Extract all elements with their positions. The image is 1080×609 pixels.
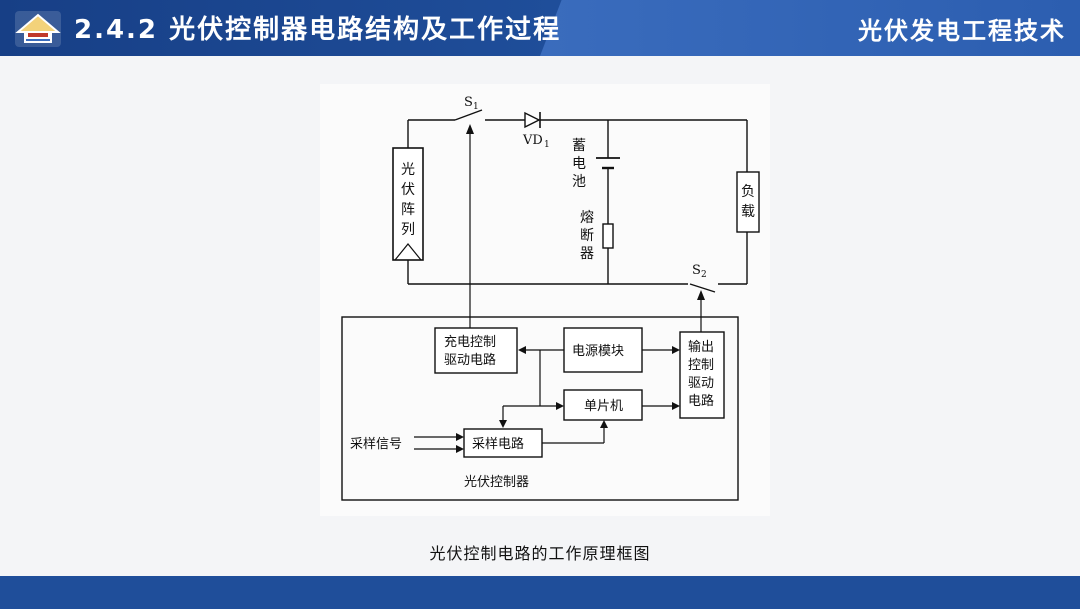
arrow-to-charge	[518, 346, 526, 354]
label-pv-2: 伏	[401, 182, 415, 198]
power-module-box	[563, 327, 643, 373]
label-vd1-sub: 1	[544, 140, 550, 150]
label-load-2: 载	[741, 204, 755, 220]
footer-bar	[0, 576, 1080, 609]
course-title: 光伏发电工程技术	[858, 17, 1066, 45]
label-s1-sub: 1	[473, 102, 479, 112]
arrow-to-s1	[466, 124, 474, 134]
header-left-band	[0, 0, 560, 56]
label-charge-drive-2: 驱动电路	[444, 352, 496, 368]
circuit-diagram-svg: S 1 VD 1 S 2 光 伏 阵 列 蓄 电 池 熔 断 器 负 载 充电控…	[341, 95, 760, 501]
label-s1: S	[464, 95, 473, 110]
switch-s2-blade	[689, 283, 716, 293]
fuse-icon	[602, 223, 614, 249]
arrow-to-output-top	[672, 346, 680, 354]
section-title: 2.4.2 光伏控制器电路结构及工作过程	[74, 15, 562, 45]
pv-array-box	[392, 147, 424, 261]
label-mcu: 单片机	[584, 399, 623, 414]
header-bar: 2.4.2 光伏控制器电路结构及工作过程 光伏发电工程技术	[0, 0, 1080, 56]
arrow-to-s2	[697, 290, 705, 300]
label-power-module: 电源模块	[572, 344, 624, 359]
label-s2-sub: 2	[701, 270, 707, 280]
label-fuse-2: 断	[580, 228, 594, 244]
arrow-to-mcu-up	[600, 420, 608, 428]
label-pv-1: 光	[401, 162, 415, 178]
load-box	[736, 171, 760, 233]
label-battery-2: 电	[572, 156, 586, 172]
arrow-signal-2	[456, 445, 464, 453]
figure-caption: 光伏控制电路的工作原理框图	[429, 544, 651, 563]
sampling-circuit-box	[463, 428, 543, 458]
label-pv-3: 阵	[401, 202, 415, 218]
label-charge-drive-1: 充电控制	[444, 334, 496, 350]
label-sampling-signal: 采样信号	[350, 437, 402, 452]
output-drive-box	[679, 331, 725, 419]
label-output-drive-4: 电路	[688, 393, 714, 409]
arrow-signal-1	[456, 433, 464, 441]
label-controller: 光伏控制器	[464, 475, 529, 490]
label-output-drive-2: 控制	[688, 358, 714, 373]
label-battery-1: 蓄	[572, 138, 586, 154]
header-right-band	[540, 0, 1080, 56]
label-pv-4: 列	[401, 222, 415, 238]
label-vd1: VD	[522, 133, 543, 148]
label-fuse-1: 熔	[580, 210, 594, 226]
label-s2: S	[692, 263, 701, 278]
arrow-to-output-mcu	[672, 402, 680, 410]
label-load-1: 负	[741, 184, 755, 200]
controller-block-diagram: S 1 VD 1 S 2 光 伏 阵 列 蓄 电 池 熔 断 器 负 载 充电控…	[320, 84, 770, 516]
arrow-to-sampling	[499, 420, 507, 428]
label-output-drive-3: 驱动	[688, 376, 714, 391]
diode-vd1-icon	[524, 111, 541, 129]
house-roof-logo-icon	[15, 11, 61, 47]
switch-s1-blade	[454, 109, 483, 121]
charge-drive-box	[434, 327, 518, 374]
mcu-box	[563, 389, 643, 421]
pv-array-symbol	[394, 243, 422, 261]
controller-box	[341, 316, 739, 501]
label-battery-3: 池	[572, 174, 586, 190]
label-fuse-3: 器	[580, 246, 594, 262]
label-sampling-circuit: 采样电路	[472, 436, 524, 452]
arrow-to-mcu	[556, 402, 564, 410]
label-output-drive-1: 输出	[688, 339, 714, 355]
